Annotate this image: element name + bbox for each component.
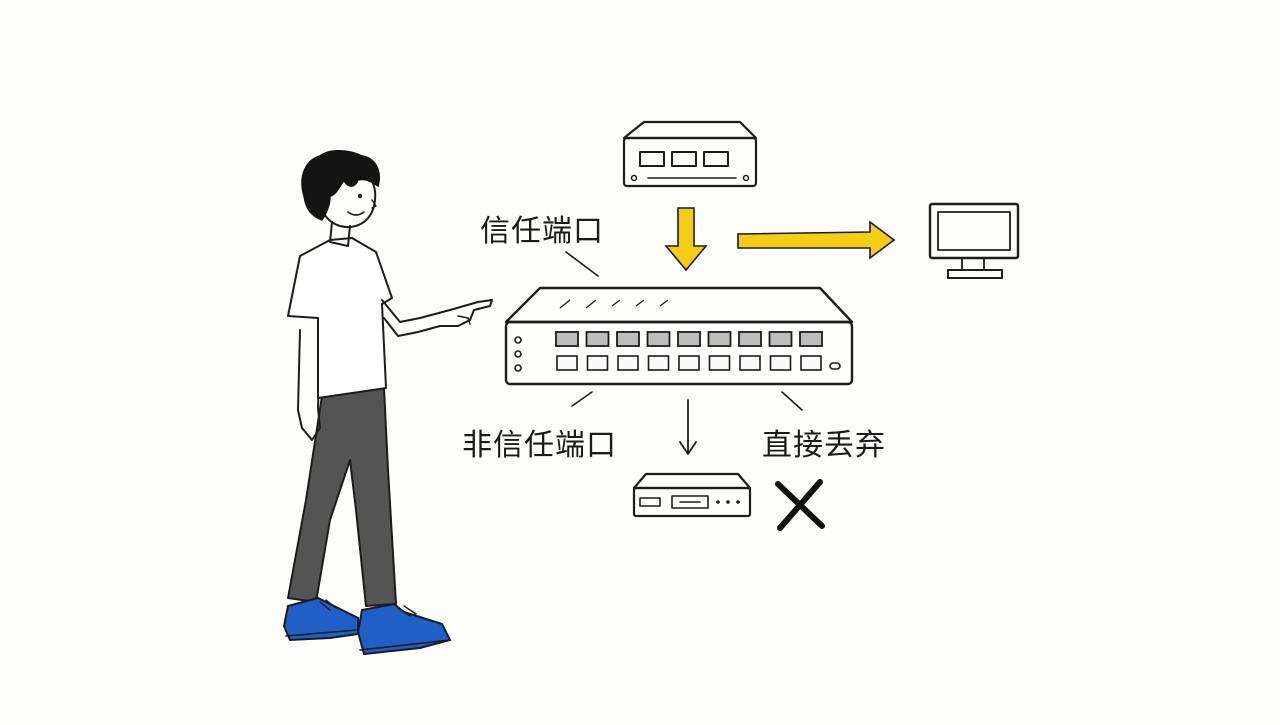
switch-port-lower	[586, 355, 609, 371]
trusted-port-pointer	[565, 251, 599, 277]
arrow-right-yellow	[737, 220, 896, 260]
person-hair	[301, 150, 380, 221]
switch-port-upper	[707, 331, 732, 347]
switch-port-upper	[677, 331, 701, 347]
x-mark-icon	[775, 479, 825, 531]
network-switch-icon	[504, 286, 854, 386]
switch-port-lower	[647, 355, 670, 371]
switch-port-lower	[556, 355, 578, 371]
switch-port-lower	[800, 355, 822, 371]
untrusted-port-pointer	[571, 391, 593, 407]
arrow-down-thin	[679, 399, 697, 455]
untrusted-port-label: 非信任端口	[462, 428, 617, 463]
switch-port-upper	[646, 331, 671, 347]
switch-port-lower	[617, 355, 639, 371]
switch-port-upper	[585, 331, 610, 347]
person-shirt	[287, 237, 393, 399]
drop-pointer	[781, 391, 803, 411]
switch-port-lower	[739, 355, 761, 371]
switch-port-upper	[555, 331, 579, 347]
switch-port-upper	[768, 331, 793, 347]
switch-port-upper	[616, 331, 640, 347]
monitor-icon	[928, 202, 1020, 279]
switch-port-upper	[799, 331, 823, 347]
switch-port-upper	[738, 331, 762, 347]
upstream-switch-icon	[622, 120, 758, 188]
drop-directly-label: 直接丢弃	[762, 428, 886, 463]
switch-port-lower	[769, 355, 792, 371]
switch-port-lower	[678, 355, 700, 371]
switch-port-lower	[708, 355, 731, 371]
person-figure	[282, 150, 493, 656]
person-pants	[287, 387, 397, 607]
arrow-down-yellow	[664, 207, 708, 272]
rogue-device-icon	[632, 472, 752, 518]
trusted-port-label: 信任端口	[480, 214, 604, 249]
